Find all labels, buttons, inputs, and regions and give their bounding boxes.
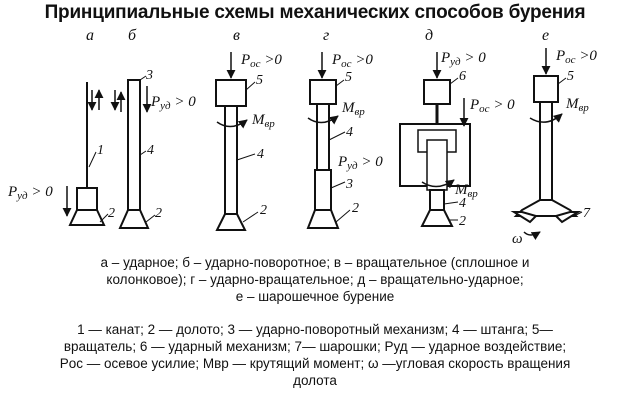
callout-4-v: 4 <box>257 147 264 162</box>
rod <box>316 103 330 171</box>
roller-cone-right <box>554 211 582 224</box>
inner-shaft <box>426 139 448 191</box>
torque-arrow <box>421 179 455 189</box>
scheme-e <box>510 48 583 241</box>
drill-bit <box>215 213 247 231</box>
force-label-p-ud-b: Pуд > 0 <box>150 94 196 112</box>
omega-arrow <box>523 231 541 241</box>
variant-label-g: г <box>323 27 329 44</box>
scheme-d <box>399 52 471 227</box>
leader-2 <box>242 211 259 223</box>
caption-line: вращатель; 6 — ударный механизм; 7— шаро… <box>63 339 567 354</box>
drilling-schemes-diagram: а б в г д е Pуд > 0 1 2 Pуд > 0 3 4 2 <box>7 27 597 247</box>
leader-5 <box>557 77 567 85</box>
caption-legend: 1 — канат; 2 — долото; 3 — ударно-поворо… <box>0 321 630 389</box>
impact-mechanism <box>423 79 451 105</box>
torque-arrow <box>529 113 563 123</box>
force-label-p-oc-d: Pос > 0 <box>469 97 515 115</box>
variant-label-d: д <box>425 27 433 44</box>
leader-3 <box>330 181 346 189</box>
callout-7-e: 7 <box>583 206 591 221</box>
callout-2-g: 2 <box>352 201 359 216</box>
caption-line: колонковое); г – ударно-вращательное; д … <box>106 272 524 287</box>
impact-mechanism <box>314 169 332 211</box>
leader-2 <box>99 213 109 223</box>
rotator <box>215 79 247 107</box>
variant-label-v: в <box>233 27 240 44</box>
roller-bit-body <box>513 199 579 217</box>
callout-4-g: 4 <box>346 125 353 140</box>
leader-4 <box>236 153 256 161</box>
leader-7 <box>573 211 583 217</box>
scheme-v <box>215 52 259 231</box>
leader-1 <box>88 151 97 168</box>
caption-methods: а – ударное; б – ударно-поворотное; в – … <box>0 254 630 305</box>
force-label-p-ud-g: Pуд > 0 <box>337 154 383 172</box>
leader-4 <box>328 131 346 141</box>
leader-4 <box>443 201 459 205</box>
caption-line: 1 — канат; 2 — долото; 3 — ударно-поворо… <box>77 322 553 337</box>
caption-line: е – шарошечное бурение <box>235 289 395 304</box>
diagram-title: Принципиальные схемы механических способ… <box>44 2 586 23</box>
scheme-b <box>110 75 156 229</box>
scheme-g <box>306 52 351 229</box>
rotator <box>309 79 337 105</box>
leader-3 <box>139 75 147 81</box>
drill-bit <box>68 209 106 226</box>
caption-line: Pос — осевое усилие; Mвр — крутящий моме… <box>59 356 571 371</box>
callout-2-a: 2 <box>108 206 115 221</box>
leader-5 <box>245 81 256 91</box>
force-label-p-oc-v: Pос >0 <box>240 52 282 70</box>
leader-5 <box>335 79 345 87</box>
caption-line: а – ударное; б – ударно-поворотное; в – … <box>100 255 530 270</box>
rod <box>127 79 141 211</box>
callout-6-d: 6 <box>459 69 466 84</box>
callout-2-b: 2 <box>155 206 162 221</box>
leader-4 <box>139 150 147 156</box>
callout-3-b: 3 <box>145 68 153 83</box>
rod <box>224 105 238 215</box>
variant-label-e: е <box>542 27 549 44</box>
callout-5-e: 5 <box>567 69 574 84</box>
torque-label-e: Mвр <box>565 96 589 114</box>
drill-bit <box>420 209 454 227</box>
callout-5-g: 5 <box>345 70 352 85</box>
callout-4-d: 4 <box>459 196 466 211</box>
torque-arrow <box>216 119 248 129</box>
callout-5-v: 5 <box>256 73 263 88</box>
torque-label-g: Mвр <box>341 100 365 118</box>
torque-label-v: Mвр <box>251 112 275 130</box>
variant-label-b: б <box>128 27 137 44</box>
callout-3-g: 3 <box>345 177 353 192</box>
leader-6 <box>449 77 459 85</box>
callout-1-a: 1 <box>97 143 104 158</box>
leader-2 <box>145 214 156 223</box>
force-label-p-oc-e: Pос >0 <box>555 48 597 66</box>
rotator <box>533 75 559 103</box>
drill-bit <box>118 209 150 229</box>
roller-cone-left <box>510 211 538 224</box>
bit-body <box>76 187 98 211</box>
variant-label-a: а <box>86 27 94 44</box>
leader-2 <box>335 209 351 223</box>
force-label-p-ud-d: Pуд > 0 <box>440 50 486 68</box>
drill-bit <box>306 209 340 229</box>
torque-arrow <box>307 115 339 125</box>
caption-line: долота <box>293 373 337 388</box>
force-label-p-ud-a: Pуд > 0 <box>7 184 53 202</box>
callout-2-d: 2 <box>459 214 466 229</box>
rod <box>429 189 445 211</box>
omega-label-e: ω <box>512 231 523 247</box>
callout-2-v: 2 <box>260 203 267 218</box>
torque-label-d: Mвр <box>454 182 478 200</box>
rod <box>539 101 553 201</box>
callout-4-b: 4 <box>147 143 154 158</box>
force-label-p-oc-g: Pос >0 <box>331 52 373 70</box>
scheme-a <box>62 82 109 226</box>
